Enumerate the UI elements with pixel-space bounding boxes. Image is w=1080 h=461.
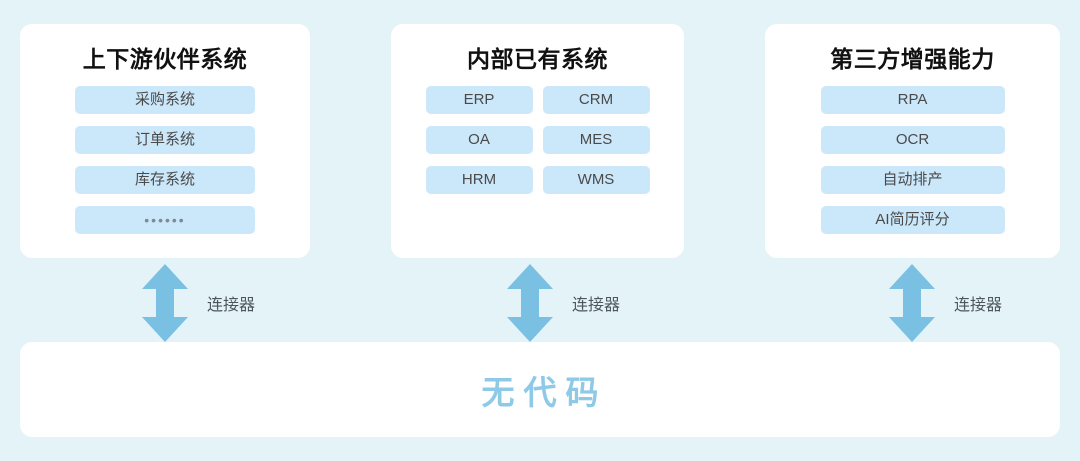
chip-item[interactable]: AI简历评分 (820, 206, 1005, 234)
connector-1: 连接器 (141, 262, 255, 344)
chip-item[interactable]: 采购系统 (75, 86, 255, 114)
chip-item[interactable]: RPA (820, 86, 1005, 114)
connector-2: 连接器 (506, 262, 620, 344)
no-code-platform-bar: 无代码 (20, 342, 1060, 437)
chip-item[interactable]: 库存系统 (75, 166, 255, 194)
connector-label: 连接器 (207, 297, 256, 314)
card-title: 内部已有系统 (467, 46, 608, 72)
chip-item[interactable]: MES (542, 126, 650, 154)
connector-label: 连接器 (954, 297, 1003, 314)
chip-item[interactable]: 订单系统 (75, 126, 255, 154)
chip-item[interactable]: OCR (820, 126, 1005, 154)
chip-list: RPA OCR 自动排产 AI简历评分 (820, 86, 1005, 234)
system-cards-row: 上下游伙伴系统 采购系统 订单系统 库存系统 •••••• 内部已有系统 ERP… (20, 24, 1060, 258)
connectors-row: 连接器 连接器 连接器 (0, 262, 1080, 344)
chip-item[interactable]: WMS (542, 166, 650, 194)
double-arrow-vertical-icon (888, 264, 936, 342)
no-code-platform-label: 无代码 (481, 373, 608, 411)
chip-item[interactable]: 自动排产 (820, 166, 1005, 194)
double-arrow-vertical-icon (141, 264, 189, 342)
chip-item[interactable]: HRM (425, 166, 533, 194)
chip-item[interactable]: ERP (425, 86, 533, 114)
chip-grid: ERP CRM OA MES HRM WMS (425, 86, 650, 194)
double-arrow-vertical-icon (506, 264, 554, 342)
connector-label: 连接器 (572, 297, 621, 314)
chip-item-ellipsis[interactable]: •••••• (75, 206, 255, 234)
card-internal-existing-systems: 内部已有系统 ERP CRM OA MES HRM WMS (391, 24, 684, 258)
chip-item[interactable]: CRM (542, 86, 650, 114)
card-third-party-enhanced-capabilities: 第三方增强能力 RPA OCR 自动排产 AI简历评分 (765, 24, 1060, 258)
chip-item[interactable]: OA (425, 126, 533, 154)
chip-list: 采购系统 订单系统 库存系统 •••••• (75, 86, 255, 234)
connector-3: 连接器 (888, 262, 1002, 344)
card-title: 上下游伙伴系统 (82, 46, 248, 72)
card-upstream-downstream-partner-systems: 上下游伙伴系统 采购系统 订单系统 库存系统 •••••• (20, 24, 310, 258)
card-title: 第三方增强能力 (830, 46, 995, 72)
